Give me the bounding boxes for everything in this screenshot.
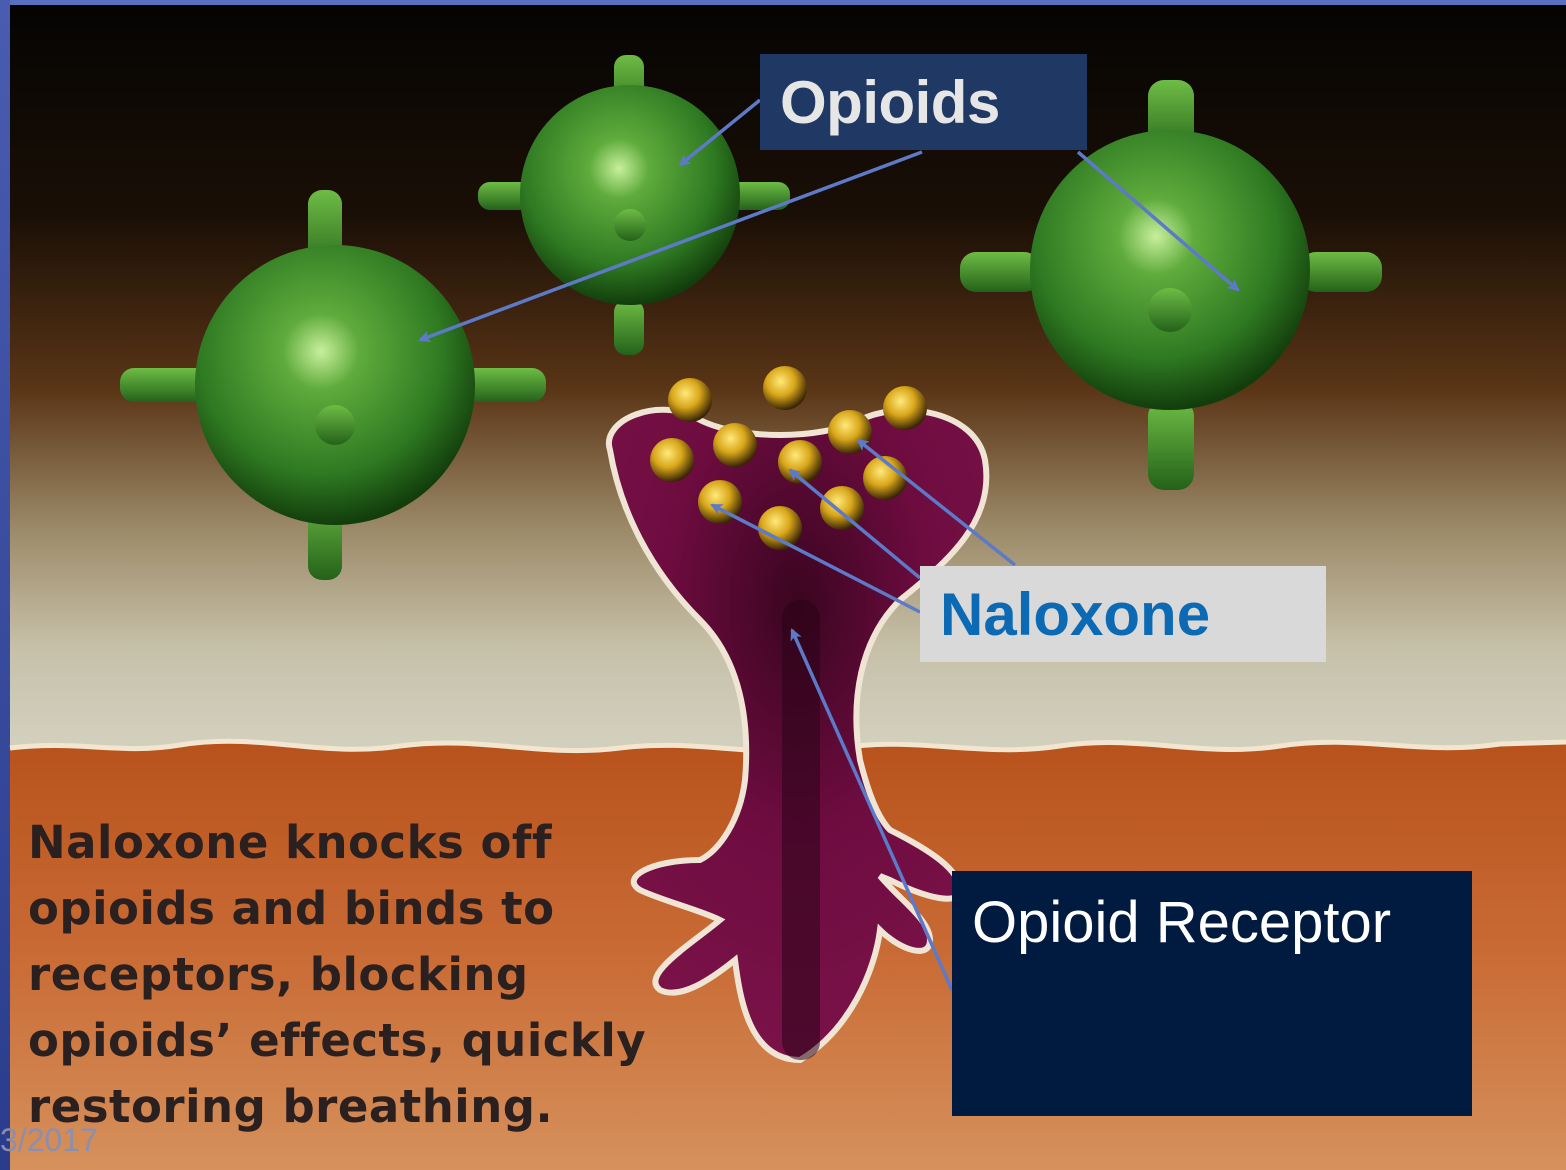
opioid-receptor-label-box: Opioid Receptor <box>952 871 1472 1116</box>
naloxone-label: Naloxone <box>940 580 1210 649</box>
caption-line: receptors, blocking <box>28 942 678 1008</box>
caption-line: opioids and binds to <box>28 876 678 942</box>
caption-line: opioids’ effects, quickly <box>28 1008 678 1074</box>
caption-line: restoring breathing. <box>28 1074 678 1140</box>
caption-line: Naloxone knocks off <box>28 810 678 876</box>
opioid-receptor-label: Opioid Receptor <box>972 889 1391 956</box>
opioids-label: Opioids <box>780 68 1000 137</box>
naloxone-label-box: Naloxone <box>920 566 1326 662</box>
caption-text: Naloxone knocks off opioids and binds to… <box>28 810 678 1140</box>
opioids-label-box: Opioids <box>760 54 1087 150</box>
footer-date: 3/2017 <box>0 1122 98 1159</box>
